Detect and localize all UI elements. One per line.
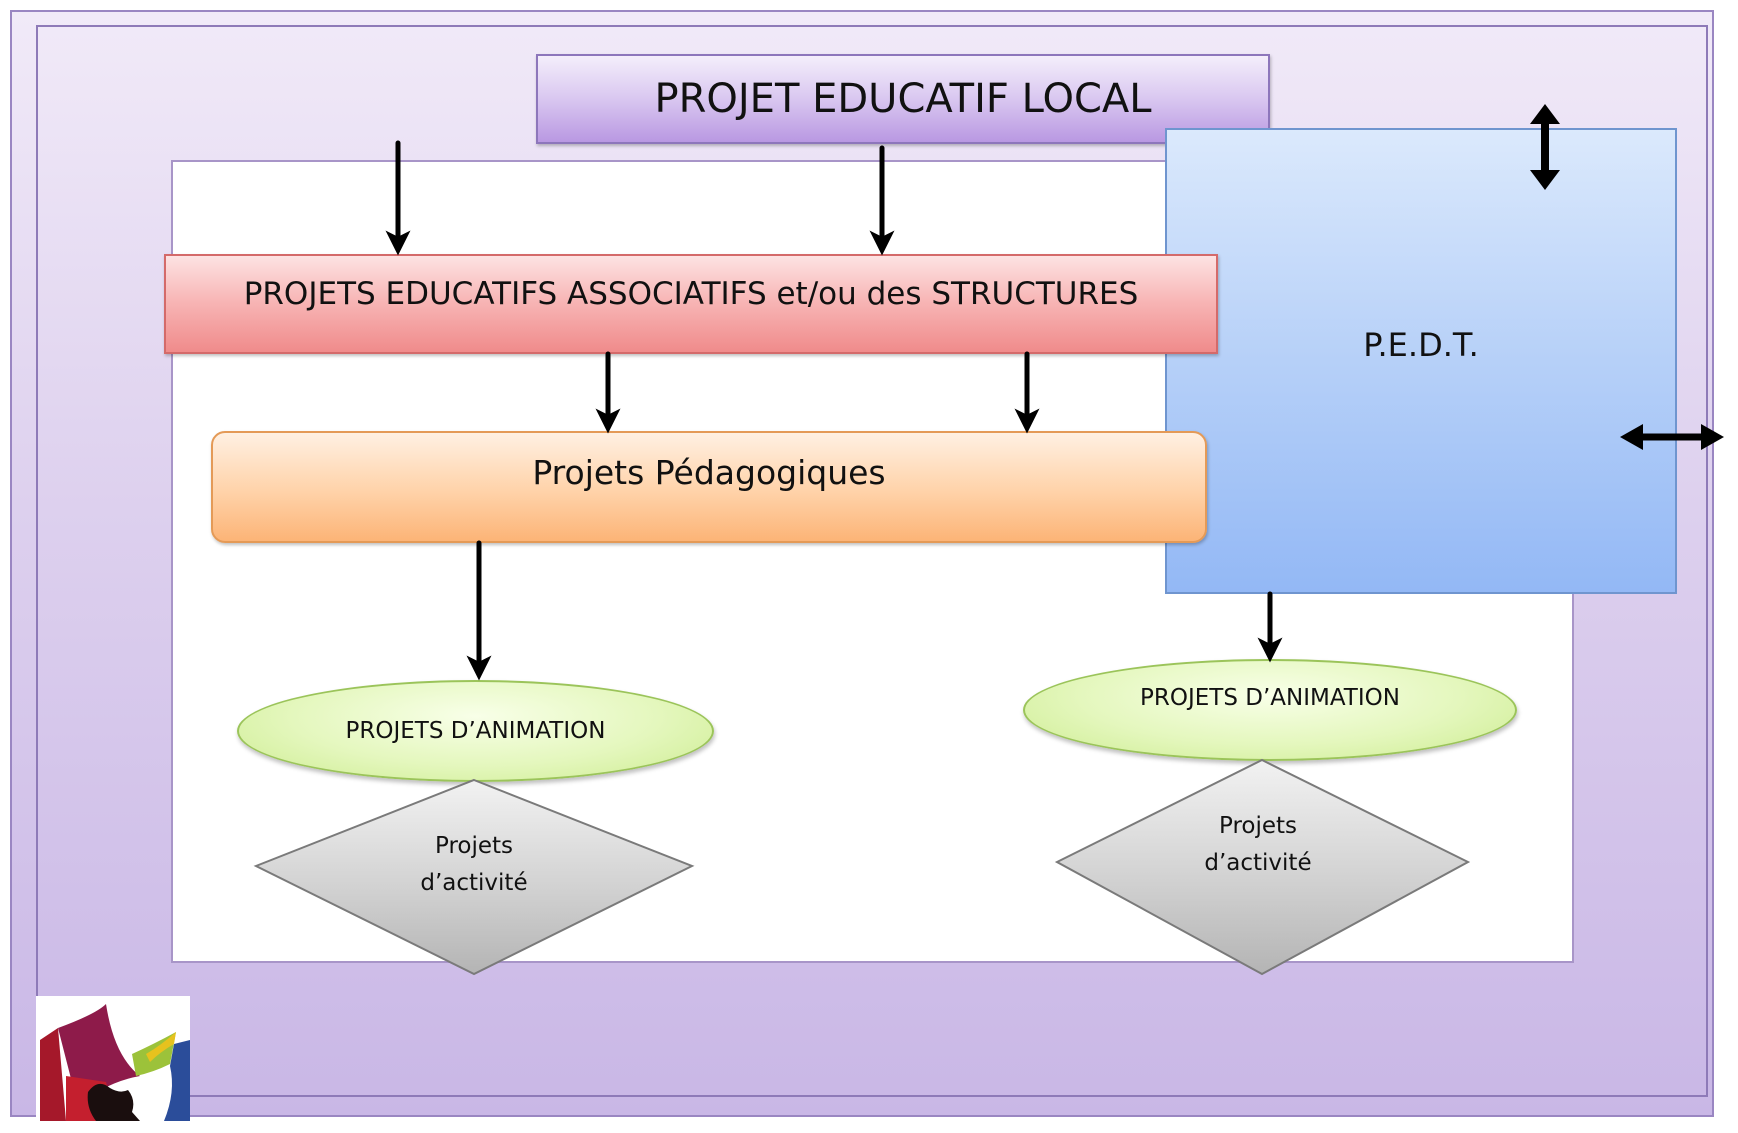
logo-icon — [36, 996, 190, 1121]
inner-frame — [36, 25, 1708, 1097]
projets-pedagogiques-box: Projets Pédagogiques — [211, 431, 1207, 543]
projets-activite-right-line-1: Projets — [1218, 813, 1298, 839]
projets-educatifs-associatifs-label: PROJETS EDUCATIFS ASSOCIATIFS et/ou des … — [243, 276, 1139, 312]
projets-animation-left-label: PROJETS D’ANIMATION — [345, 718, 606, 744]
projets-educatifs-associatifs-box: PROJETS EDUCATIFS ASSOCIATIFS et/ou des … — [164, 254, 1218, 354]
projets-animation-right-ellipse: PROJETS D’ANIMATION — [1023, 659, 1517, 761]
projets-activite-left-label: Projets d’activité — [374, 828, 574, 902]
projets-activite-right-label: Projets d’activité — [1158, 808, 1358, 882]
pedt-label: P.E.D.T. — [1363, 326, 1479, 364]
projets-activite-right-line-2: d’activité — [1204, 850, 1312, 876]
projets-animation-right-label: PROJETS D’ANIMATION — [1140, 685, 1400, 711]
projets-animation-left-ellipse: PROJETS D’ANIMATION — [237, 680, 714, 782]
projets-activite-left-line-1: Projets — [434, 833, 514, 859]
projets-activite-left-line-2: d’activité — [420, 870, 528, 896]
pedt-box: P.E.D.T. — [1165, 128, 1677, 594]
projets-pedagogiques-label: Projets Pédagogiques — [532, 453, 886, 492]
projet-educatif-local-label: PROJET EDUCATIF LOCAL — [654, 76, 1152, 122]
projet-educatif-local-box: PROJET EDUCATIF LOCAL — [536, 54, 1270, 144]
